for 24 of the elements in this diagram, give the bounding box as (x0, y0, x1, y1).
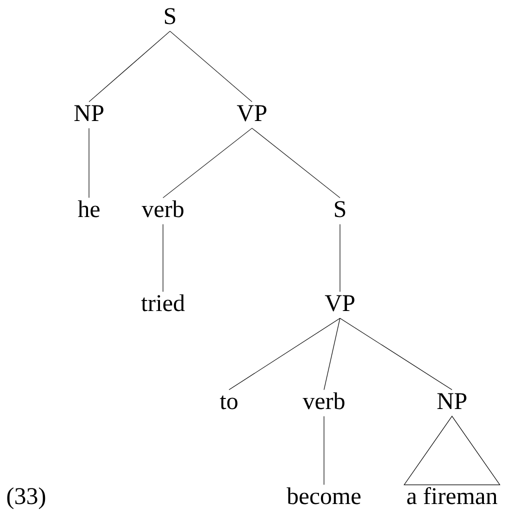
tree-label: verb (302, 392, 344, 410)
tree-branch (170, 30, 252, 102)
tree-label: VP (324, 295, 354, 312)
tree-label: a fireman (407, 487, 498, 504)
triangle-branch (404, 416, 500, 486)
tree-branch (228, 318, 340, 390)
example-number: (33) (7, 487, 46, 510)
tree-branch (88, 30, 170, 102)
tree-label: S (164, 8, 176, 24)
tree-label: verb (142, 200, 184, 218)
tree-label: NP (74, 105, 104, 121)
tree-label: he (78, 200, 100, 218)
tree-label: to (220, 396, 238, 410)
tree-label: NP (437, 393, 466, 409)
tree-label: become (286, 487, 360, 504)
tree-branch (252, 128, 340, 198)
tree-branch (324, 318, 340, 390)
tree-label: tried (141, 294, 185, 312)
tree-branch (162, 224, 164, 292)
tree-branch (88, 128, 90, 198)
tree-branch (340, 318, 452, 390)
tree-branch (162, 128, 252, 198)
tree-label: S (334, 201, 346, 218)
tree-label: VP (236, 105, 266, 122)
